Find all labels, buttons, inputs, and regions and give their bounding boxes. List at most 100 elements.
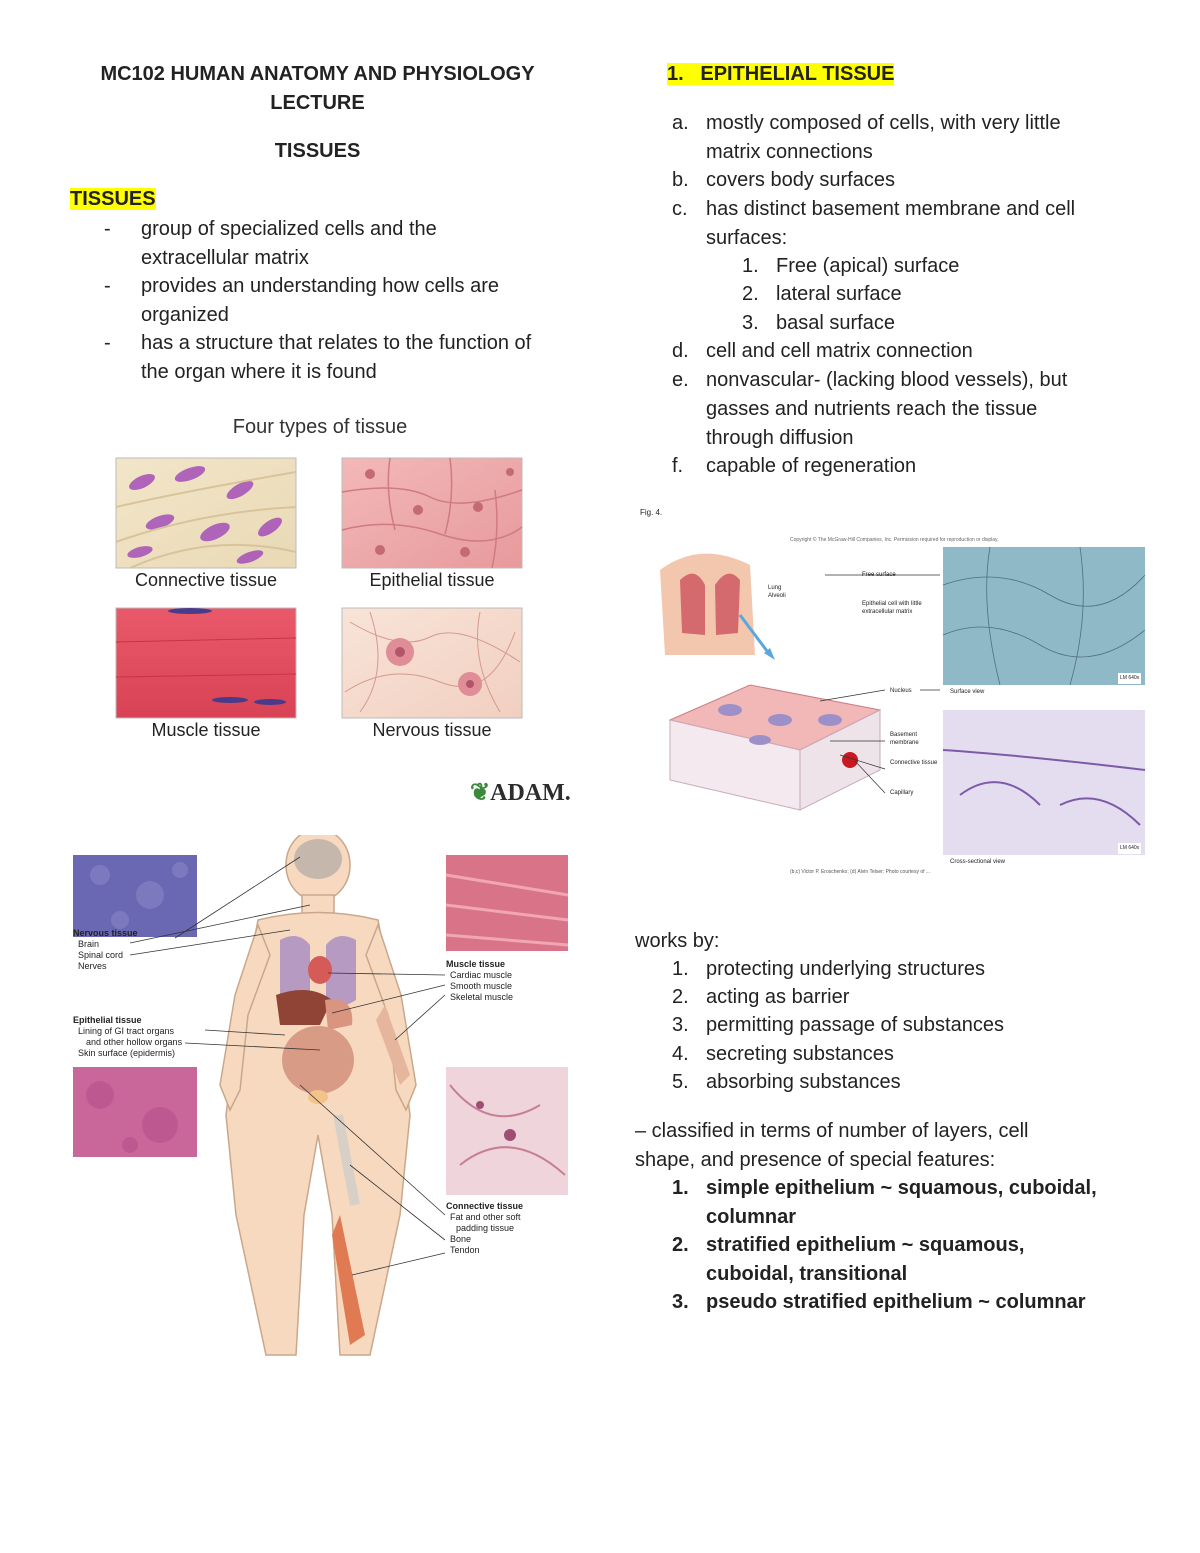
leaf-icon: ❦ xyxy=(470,780,491,806)
nervous-item: Brain xyxy=(78,939,100,949)
epithelial-item: Skin surface (epidermis) xyxy=(78,1048,176,1058)
document-title: MC102 HUMAN ANATOMY AND PHYSIOLOGY LECTU… xyxy=(60,60,575,118)
list-marker: 2. xyxy=(672,986,689,1008)
list-item: nonvascular- (lacking blood vessels), bu… xyxy=(706,366,1067,453)
bullet-line: extracellular matrix xyxy=(141,247,309,269)
lung-right xyxy=(715,573,740,635)
list-item: permitting passage of substances xyxy=(706,1014,1004,1036)
list-marker: d. xyxy=(672,340,689,362)
list-marker: 5. xyxy=(672,1071,689,1093)
list-item: pseudo stratified epithelium ~ columnar xyxy=(706,1291,1086,1313)
connective-item: Tendon xyxy=(450,1245,480,1255)
bullet-line: organized xyxy=(141,304,229,326)
cross-section-label: Cross-sectional view xyxy=(950,859,1006,865)
epithelium-figure: Fig. 4. Copyright © The McGraw-Hill Comp… xyxy=(640,505,1150,880)
femur-bone xyxy=(333,1114,360,1206)
list-item: simple epithelium ~ squamous, cuboidal, … xyxy=(706,1174,1097,1232)
scale-badge: LM 640x xyxy=(1118,843,1142,854)
list-line: matrix connections xyxy=(706,141,873,163)
connective-item: Fat and other soft xyxy=(450,1212,521,1222)
list-marker: 1. xyxy=(742,255,759,277)
list-marker: 3. xyxy=(742,312,759,334)
list-line: mostly composed of cells, with very litt… xyxy=(706,112,1061,134)
list-item: has distinct basement membrane and cell … xyxy=(706,195,1075,253)
list-marker: 1. xyxy=(672,1177,689,1199)
epithelium-illustration xyxy=(660,546,1146,855)
list-marker: c. xyxy=(672,198,688,220)
list-item: provides an understanding how cells are … xyxy=(141,272,499,330)
basement-membrane-label: Basement membrane xyxy=(890,732,919,746)
credit-line: (b,c) Victor P. Eroschenko; (d) Alvin Te… xyxy=(790,869,931,875)
arrow-head-icon xyxy=(764,648,775,660)
list-line: gasses and nutrients reach the tissue xyxy=(706,398,1038,420)
body-illustration xyxy=(73,835,569,1356)
list-line: simple epithelium ~ squamous, cuboidal, xyxy=(706,1177,1097,1199)
torso-shape xyxy=(660,553,755,655)
nervous-item: Nerves xyxy=(78,961,107,971)
alveoli-label: Alveoli xyxy=(768,593,786,599)
epithelial-cell-label: Epithelial cell with little extracellula… xyxy=(862,601,922,615)
lung-label: Lung xyxy=(768,585,782,591)
connective-item: padding tissue xyxy=(456,1223,515,1233)
capillary-shape xyxy=(842,752,858,768)
brain-shape xyxy=(294,839,342,879)
classification-line: – classified in terms of number of layer… xyxy=(635,1120,1029,1142)
right-lung xyxy=(326,936,356,1007)
lung-left xyxy=(680,573,705,635)
list-line: columnar xyxy=(706,1206,797,1228)
bullet-dash: - xyxy=(104,218,111,240)
list-line: stratified epithelium ~ squamous, xyxy=(706,1234,1025,1256)
block-side xyxy=(799,709,881,811)
caption-epithelial: Epithelial tissue xyxy=(369,570,495,590)
list-marker: 2. xyxy=(742,283,759,305)
tissue-images xyxy=(115,457,523,719)
list-line: cuboidal, transitional xyxy=(706,1263,908,1285)
nervous-item: Spinal cord xyxy=(78,950,124,960)
list-item: stratified epithelium ~ squamous, cuboid… xyxy=(706,1231,1024,1289)
connective-item: Bone xyxy=(450,1234,472,1244)
adam-logo-text: ADAM. xyxy=(490,780,570,806)
list-item: basal surface xyxy=(776,312,895,334)
fig-label: Fig. 4. xyxy=(640,508,663,517)
cross-section-micrograph xyxy=(943,710,1145,855)
list-marker: f. xyxy=(672,455,684,477)
list-marker: 3. xyxy=(672,1291,689,1313)
classification-intro: – classified in terms of number of layer… xyxy=(635,1117,1029,1175)
connective-label: Connective tissue xyxy=(446,1201,524,1211)
document-subtitle: TISSUES xyxy=(274,140,361,162)
epithelial-label: Epithelial tissue xyxy=(73,1015,142,1025)
connective-tissue-label: Connective tissue xyxy=(890,760,938,766)
list-marker: b. xyxy=(672,169,689,191)
bullet-line: provides an understanding how cells are xyxy=(141,275,499,297)
tissues-heading-text: TISSUES xyxy=(70,188,156,210)
tissues-heading: TISSUES xyxy=(70,185,156,214)
nervous-label: Nervous tissue xyxy=(73,928,138,938)
muscle-item: Smooth muscle xyxy=(450,981,513,991)
list-item: has a structure that relates to the func… xyxy=(141,329,531,387)
epithelial-item: and other hollow organs xyxy=(86,1037,183,1047)
copyright-line: Copyright © The McGraw-Hill Companies, I… xyxy=(790,537,999,543)
figure-title: Four types of tissue xyxy=(232,416,408,438)
left-lung xyxy=(280,936,310,1007)
title-line-2: LECTURE xyxy=(270,92,365,114)
muscle-item: Cardiac muscle xyxy=(450,970,513,980)
list-item: mostly composed of cells, with very litt… xyxy=(706,109,1061,167)
body-silhouette xyxy=(219,835,417,1356)
list-marker: e. xyxy=(672,369,689,391)
list-item: group of specialized cells and the extra… xyxy=(141,215,437,273)
title-line-1: MC102 HUMAN ANATOMY AND PHYSIOLOGY xyxy=(100,63,535,85)
free-surface-label: Free surface xyxy=(862,572,896,578)
bullet-line: group of specialized cells and the xyxy=(141,218,437,240)
bullet-line: has a structure that relates to the func… xyxy=(141,332,532,354)
liver-shape xyxy=(276,990,332,1025)
classification-line: shape, and presence of special features: xyxy=(635,1149,996,1171)
list-item: cell and cell matrix connection xyxy=(706,340,973,362)
leg-muscle xyxy=(332,1215,365,1345)
caption-nervous: Nervous tissue xyxy=(372,720,492,740)
list-marker: 4. xyxy=(672,1043,689,1065)
bullet-dash: - xyxy=(104,332,111,354)
muscle-tissue-image xyxy=(115,607,297,719)
body-tissues-figure: Nervous tissue Brain Spinal cord Nerves … xyxy=(70,835,575,1365)
epithelial-heading-text: 1. EPITHELIAL TISSUE xyxy=(667,63,895,85)
list-line: nonvascular- (lacking blood vessels), bu… xyxy=(706,369,1068,391)
